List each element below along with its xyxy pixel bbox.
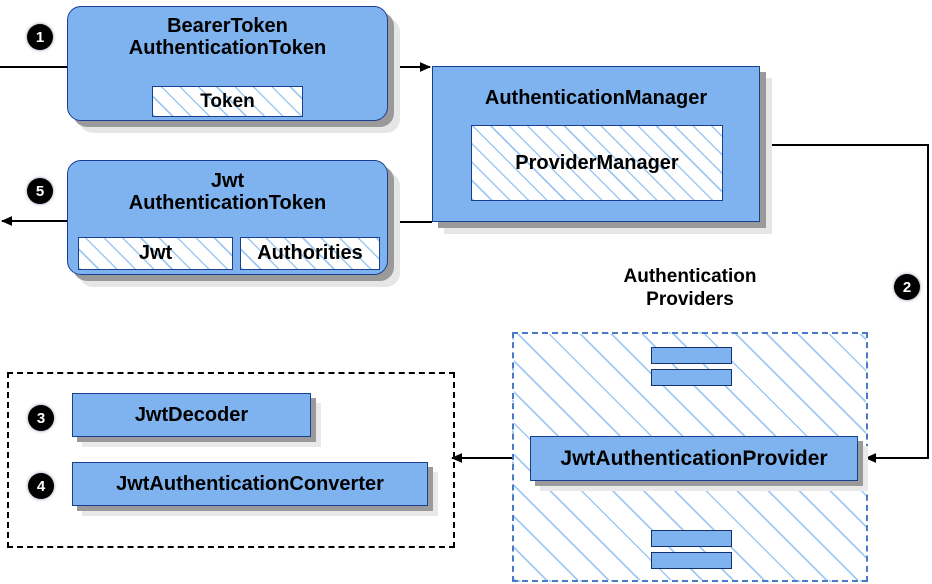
provider-placeholder-bar-bottom-2	[651, 552, 732, 569]
node-jwt-authentication-provider[interactable]: JwtAuthenticationProvider	[530, 436, 858, 481]
node-jwt-authentication-token[interactable]: Jwt AuthenticationToken Jwt Authorities	[67, 160, 388, 275]
node-title: BearerToken AuthenticationToken	[128, 15, 327, 60]
line-manager-to-provider	[760, 144, 929, 463]
badge-number: 3	[28, 405, 54, 431]
node-bearer-token-authentication-token[interactable]: BearerToken AuthenticationToken Token	[67, 6, 388, 121]
support-components-group	[7, 372, 455, 548]
provider-placeholder-bar-top-2	[651, 369, 732, 386]
node-jwt-decoder[interactable]: JwtDecoder	[72, 393, 311, 437]
node-jwt-authentication-converter[interactable]: JwtAuthenticationConverter	[72, 462, 428, 506]
inner-token: Token	[152, 86, 303, 117]
inner-provider-manager: ProviderManager	[471, 125, 723, 201]
inner-jwt: Jwt	[78, 237, 233, 270]
node-title: AuthenticationManager	[484, 87, 708, 109]
step-badge-1: 1	[27, 24, 53, 50]
step-badge-3: 3	[28, 405, 54, 431]
badge-number: 5	[27, 178, 53, 204]
badge-number: 4	[28, 473, 54, 499]
authentication-providers-caption: Authentication Providers	[623, 266, 757, 310]
provider-placeholder-bar-bottom-1	[651, 530, 732, 547]
step-badge-5: 5	[27, 178, 53, 204]
node-authentication-manager[interactable]: AuthenticationManager ProviderManager	[432, 66, 760, 222]
node-title: Jwt AuthenticationToken	[128, 170, 327, 215]
badge-number: 1	[27, 24, 53, 50]
inner-authorities: Authorities	[240, 237, 380, 270]
provider-placeholder-bar-top-1	[651, 347, 732, 364]
step-badge-4: 4	[28, 473, 54, 499]
badge-number: 2	[894, 274, 920, 300]
step-badge-2: 2	[894, 274, 920, 300]
